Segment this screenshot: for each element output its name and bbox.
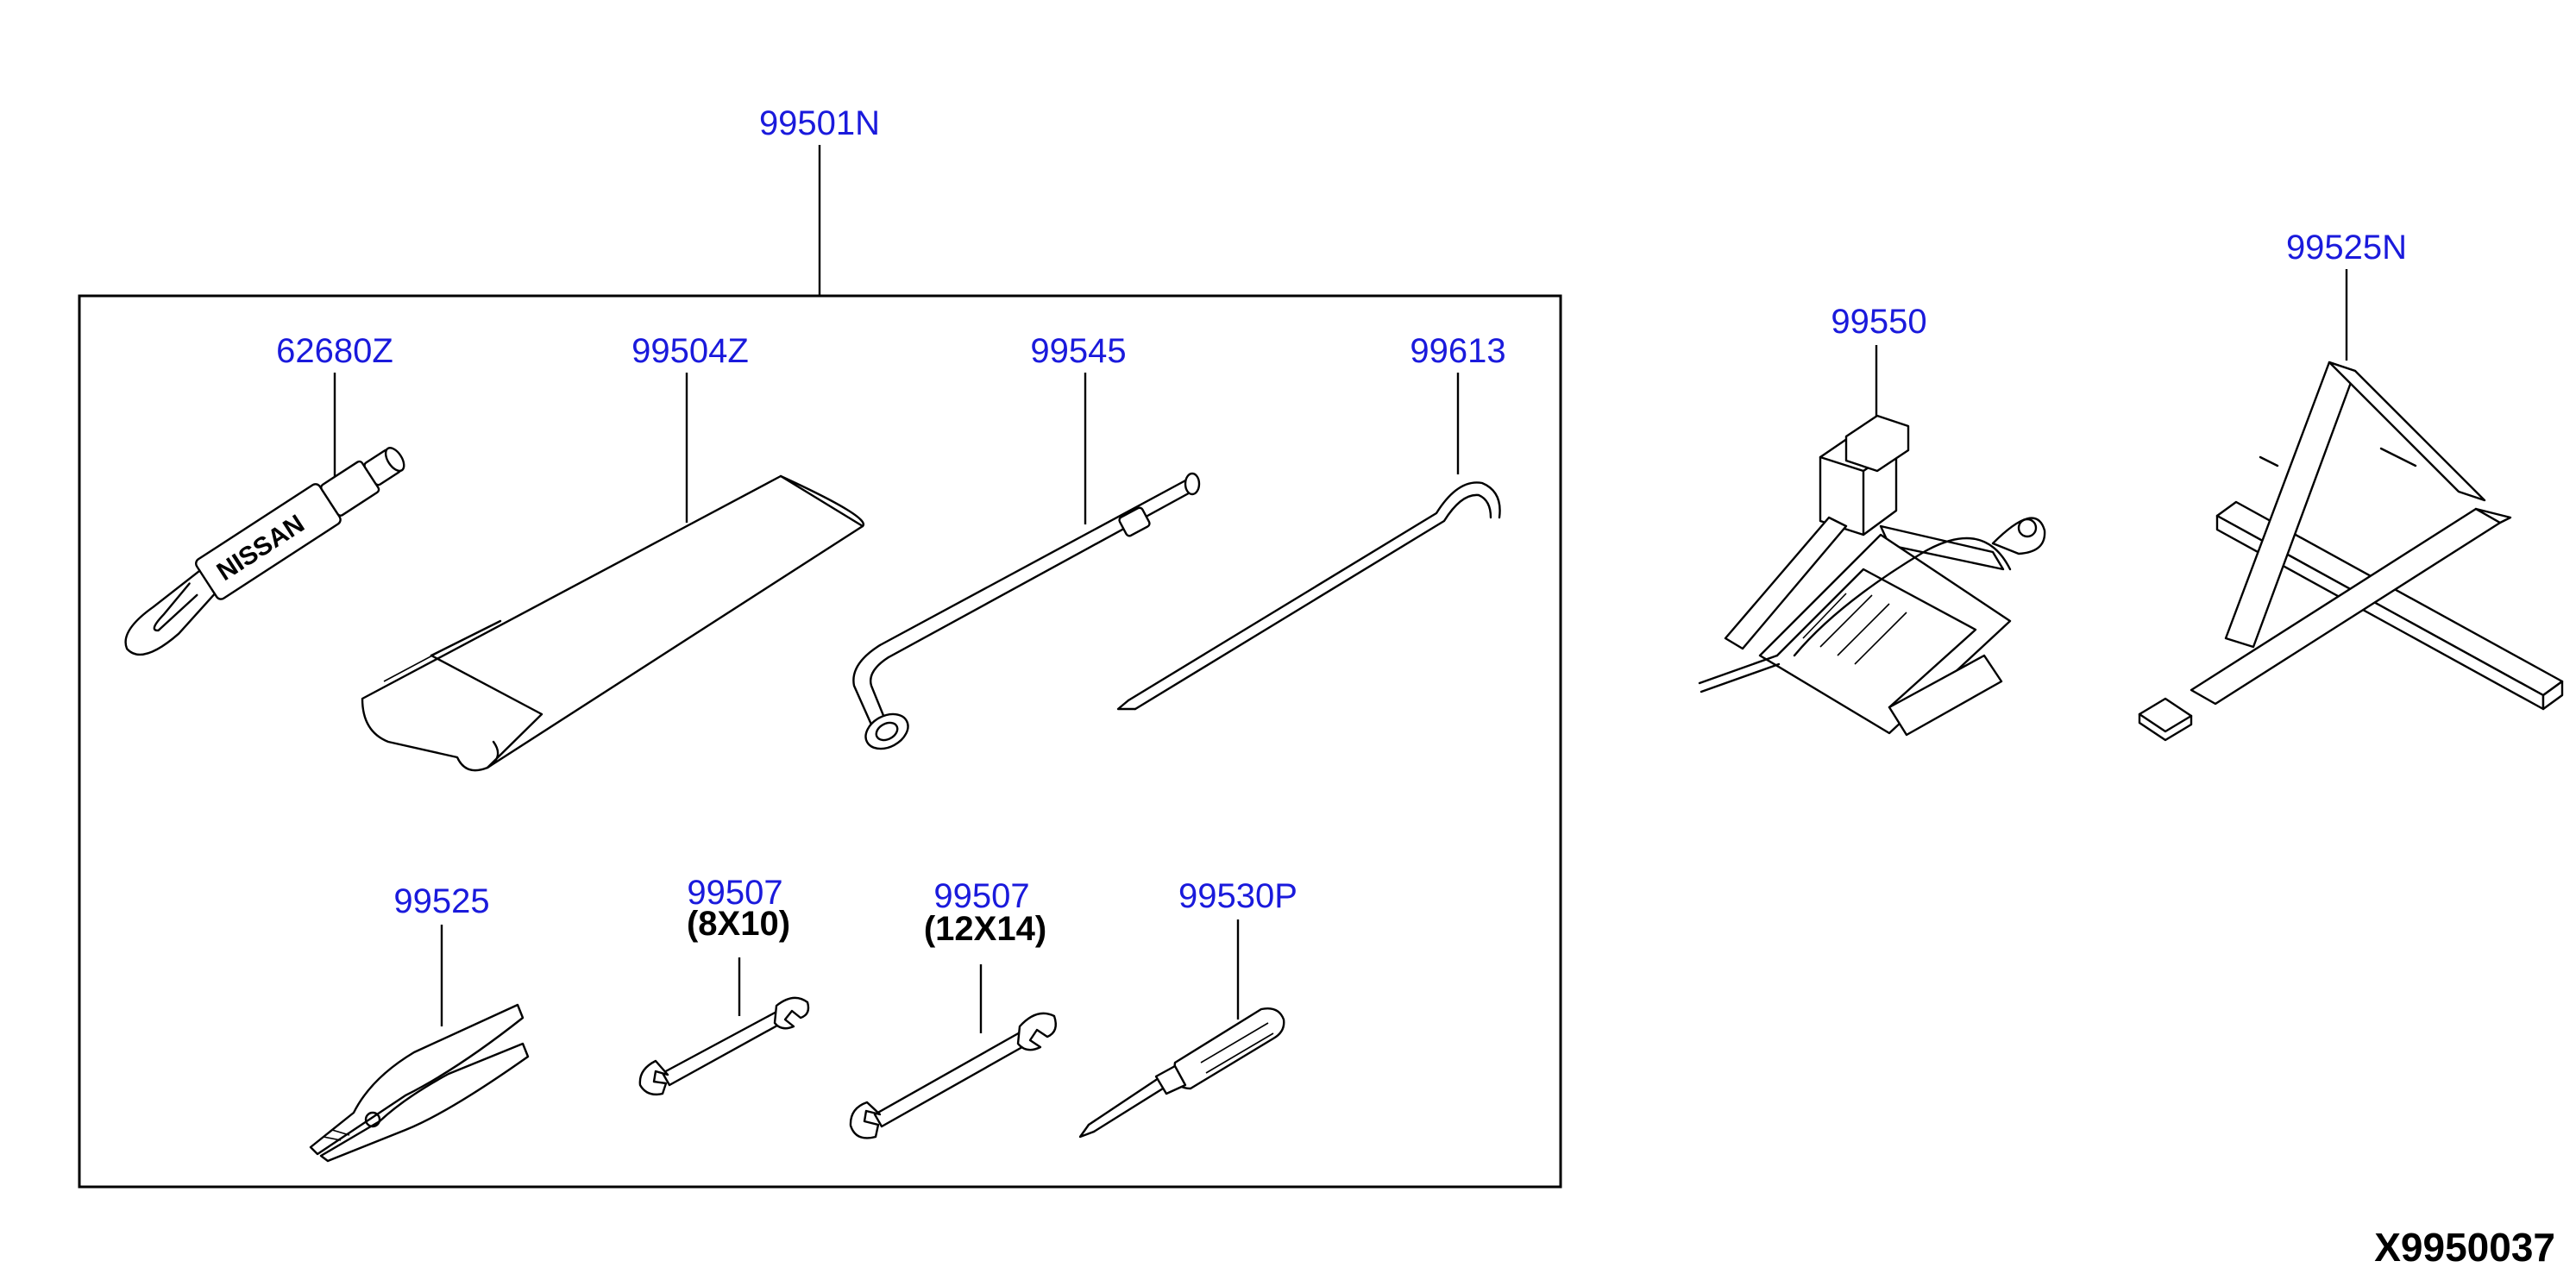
assembly-part-number[interactable]: 99501N	[759, 104, 880, 142]
spanner-large-part-number[interactable]: 99507	[933, 877, 1029, 915]
jack-stand-part-number[interactable]: 99525N	[2286, 229, 2407, 267]
tool-kit-frame	[78, 294, 1562, 1189]
tool-bag-part-number[interactable]: 99504Z	[631, 332, 749, 370]
screwdriver-drawing	[1078, 919, 1285, 1139]
scissor-jack-drawing	[1698, 345, 2046, 737]
scissor-jack-part-number[interactable]: 99550	[1831, 303, 1926, 341]
jack-handle-part-number[interactable]: 99613	[1410, 332, 1505, 370]
screwdriver-part-number[interactable]: 99530P	[1178, 877, 1297, 915]
pliers-drawing	[309, 925, 530, 1163]
spanner-small-part-number[interactable]: 99507	[687, 874, 782, 912]
eye-bolt-part-number[interactable]: 62680Z	[276, 332, 393, 370]
spanner-large-drawing	[849, 964, 1057, 1139]
pliers-part-number[interactable]: 99525	[393, 882, 489, 920]
spanner-small-drawing	[638, 957, 810, 1096]
drawing-id: X9950037	[2374, 1225, 2555, 1270]
spanner-large-size: (12X14)	[924, 910, 1046, 948]
spanner-small-size: (8X10)	[687, 905, 790, 943]
jack-stand-drawing	[2138, 269, 2564, 742]
wheel-wrench-part-number[interactable]: 99545	[1030, 332, 1126, 370]
eye-bolt-drawing: NISSAN	[124, 373, 405, 656]
wheel-wrench-drawing	[852, 373, 1201, 750]
tool-bag-drawing	[361, 373, 865, 772]
jack-handle-drawing	[1116, 373, 1501, 711]
